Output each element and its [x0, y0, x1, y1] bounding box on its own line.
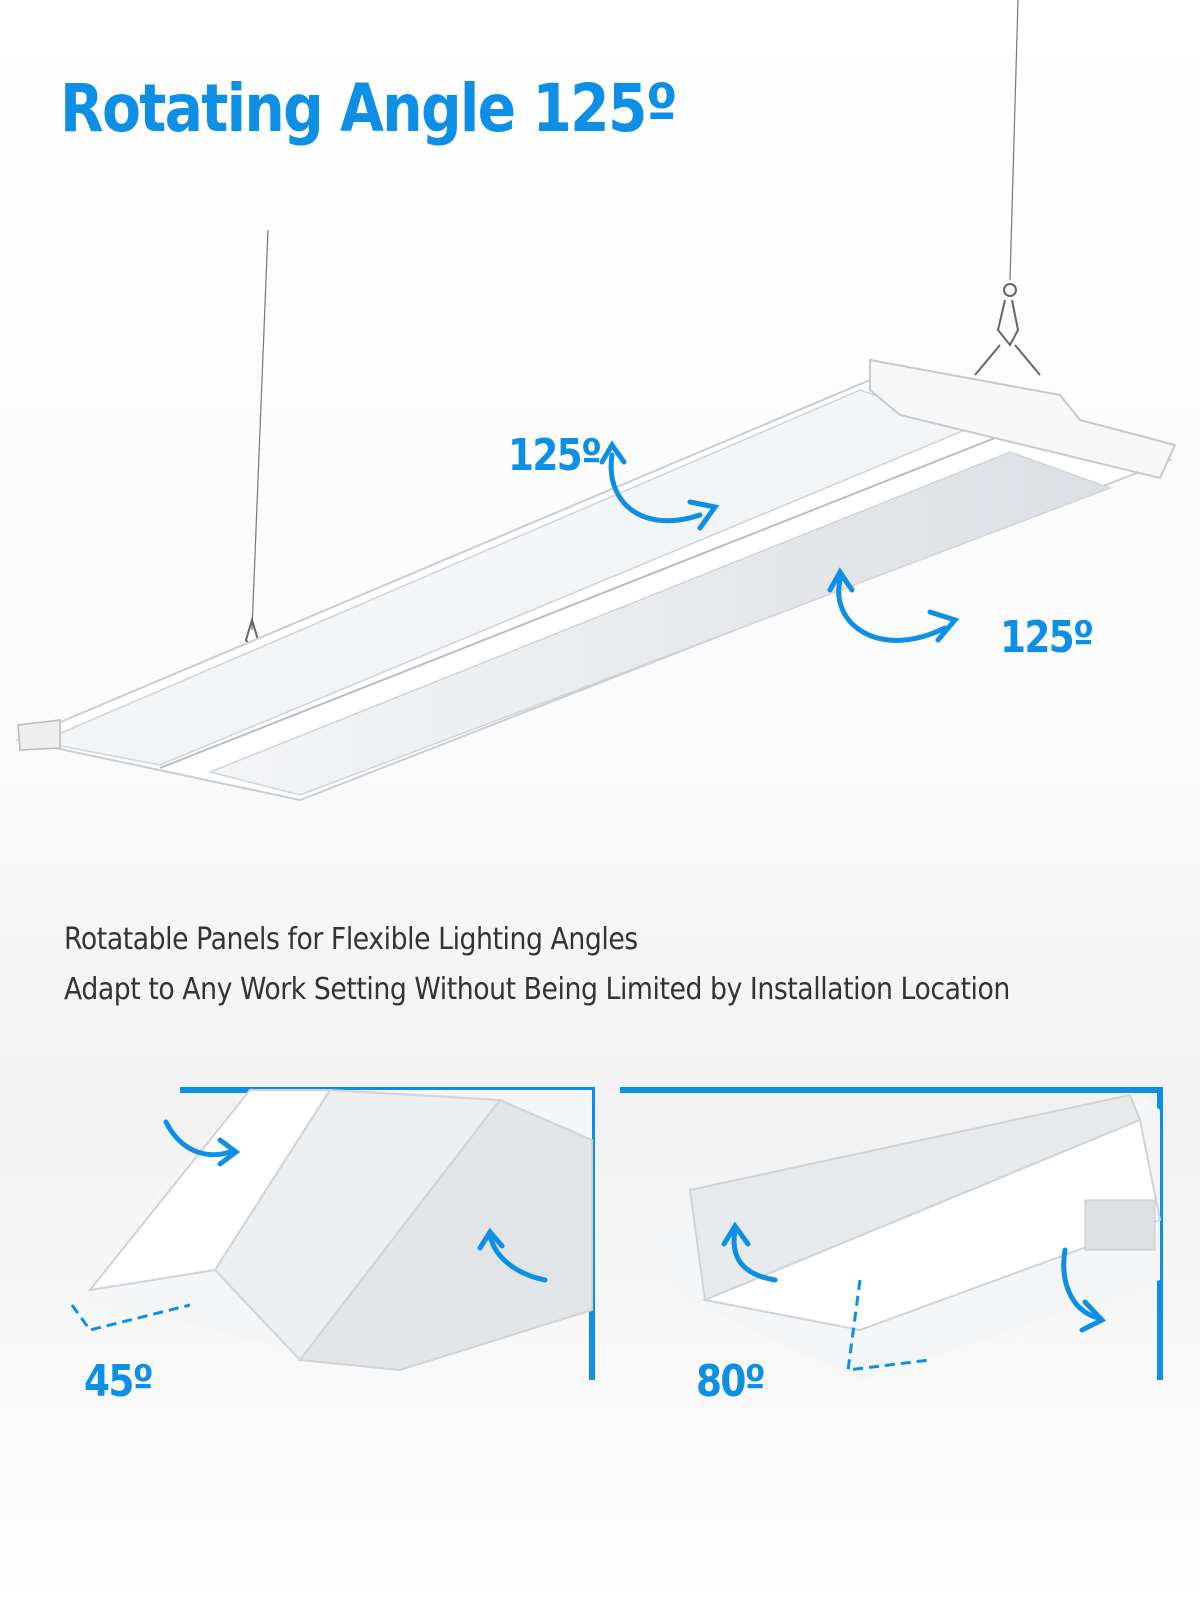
hanger-hook-right: [974, 283, 1041, 376]
angle-label-80: 80º: [696, 1356, 766, 1407]
description-line-1: Rotatable Panels for Flexible Lighting A…: [64, 922, 638, 957]
angle-label-top-left: 125º: [508, 430, 602, 481]
suspension-cable-right: [1009, 0, 1019, 281]
fixture-end-cap: [17, 719, 61, 751]
suspension-cable-left: [251, 229, 269, 631]
rotation-arrow-right: [827, 567, 960, 643]
rotation-arrow-left: [599, 440, 720, 531]
detail-frame-left: [70, 1087, 595, 1380]
page-title: Rotating Angle 125º: [60, 70, 678, 147]
angle-label-top-right: 125º: [1000, 612, 1094, 663]
description-line-2: Adapt to Any Work Setting Without Being …: [64, 972, 1010, 1007]
fixture-center-rail: [159, 435, 1001, 769]
fixture-panel-right: [207, 451, 1113, 796]
angle-label-45: 45º: [84, 1356, 154, 1407]
detail-frame-right: [620, 1087, 1163, 1380]
fixture-driver-box: [869, 358, 1177, 480]
